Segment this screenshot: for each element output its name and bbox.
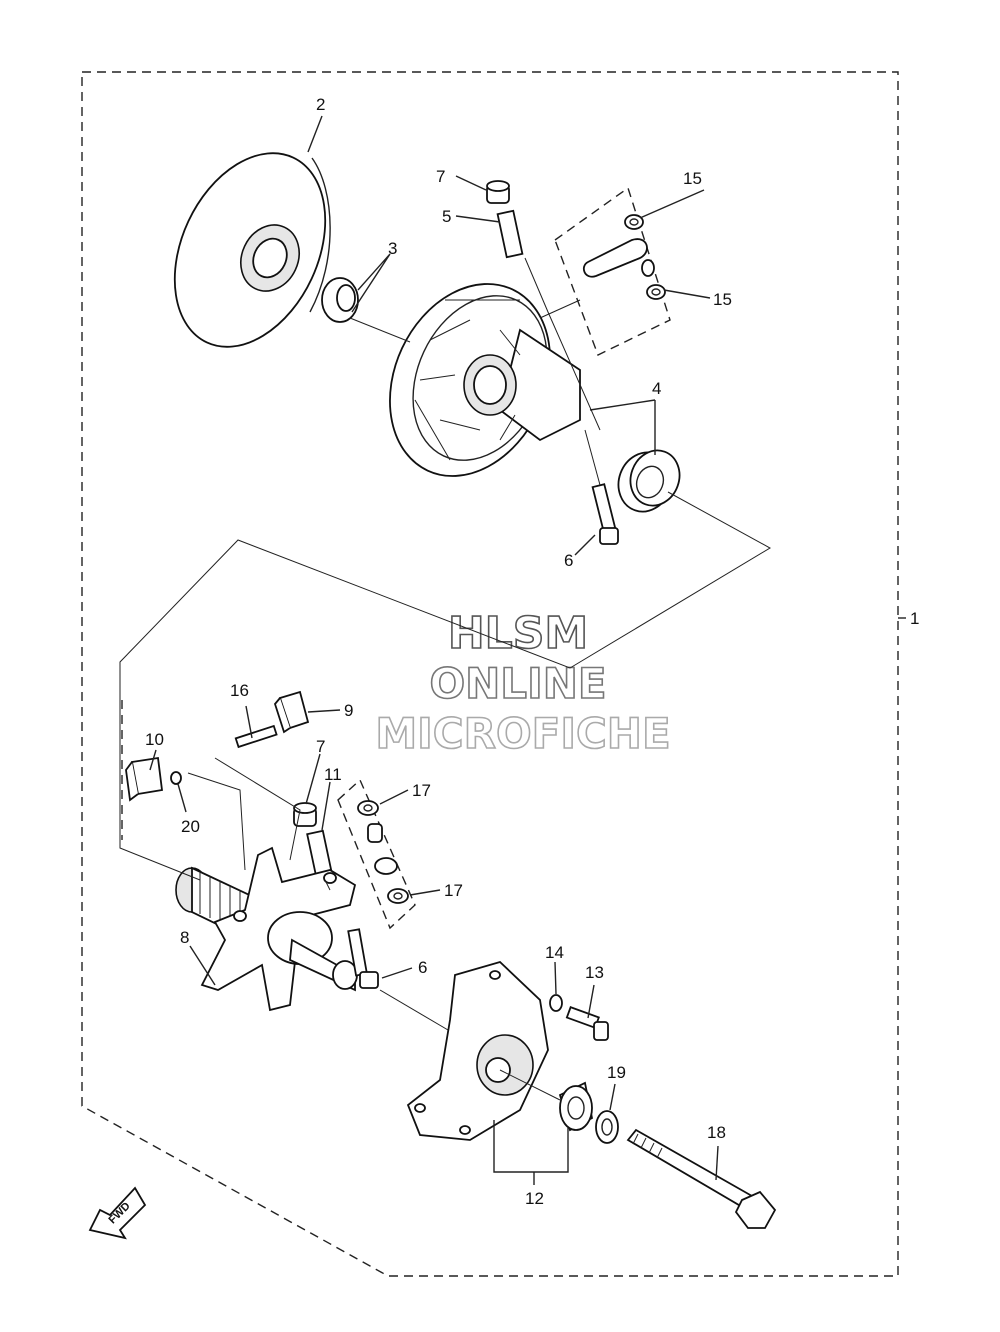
callout-6-bottom: 6: [418, 958, 427, 977]
callout-10: 10: [145, 730, 164, 749]
callout-2: 2: [316, 95, 325, 114]
callout-16: 16: [230, 681, 249, 700]
part-17-bushing: [367, 823, 398, 875]
watermark-line3: MICROFICHE: [375, 709, 670, 758]
part-17-washer-top: [357, 800, 379, 816]
watermark-line1: HLSM: [448, 608, 588, 659]
part-15-link: [582, 238, 655, 278]
part-17-group-box: [337, 778, 416, 930]
part-3-bushing: [321, 277, 359, 323]
part-10-block: [125, 756, 164, 802]
callout-numbers: 1 2 3 7 5 15 15 4 6 16 9 10 7 11 17 20 1…: [145, 95, 919, 1208]
callout-20: 20: [181, 817, 200, 836]
part-5-pin: [496, 209, 524, 259]
leader-lines: [149, 115, 906, 1185]
part-9-block: [273, 690, 310, 734]
part-6-bolt-top: [591, 483, 619, 545]
part-4-bearing: [617, 449, 681, 513]
part-19-washer: [595, 1110, 619, 1144]
callout-9: 9: [344, 701, 353, 720]
callout-17-bottom: 17: [444, 881, 463, 900]
part-13-bolt: [565, 1006, 609, 1041]
assembly-lines: [119, 257, 772, 1101]
callout-15-bottom: 15: [713, 290, 732, 309]
callout-3: 3: [388, 239, 397, 258]
part-15-washer-bottom: [646, 284, 666, 300]
part-12-collar: [558, 1081, 594, 1132]
cover-plate: [406, 960, 549, 1141]
callout-13: 13: [585, 963, 604, 982]
part-14-washer: [549, 994, 563, 1012]
callout-5: 5: [442, 207, 451, 226]
part-2-sheave: [173, 152, 331, 348]
callout-6-top: 6: [564, 551, 573, 570]
callout-8: 8: [180, 928, 189, 947]
part-8-spider-shaft: [175, 846, 358, 1012]
callout-1: 1: [910, 609, 919, 628]
part-6-bolt-bottom: [347, 928, 379, 989]
callout-17-top: 17: [412, 781, 431, 800]
callout-7-bottom: 7: [316, 737, 325, 756]
part-18-long-bolt: [626, 1128, 777, 1229]
part-15-group-box: [554, 186, 671, 356]
callout-14: 14: [545, 943, 564, 962]
callout-4: 4: [652, 379, 661, 398]
callout-12: 12: [525, 1189, 544, 1208]
part-17-washer-bottom: [387, 888, 409, 904]
part-16-pin: [234, 724, 278, 749]
drive-housing: [389, 283, 581, 477]
forward-arrow: FWD: [88, 1186, 147, 1240]
watermark-line2: ONLINE: [429, 659, 606, 708]
callout-15-top: 15: [683, 169, 702, 188]
callout-18: 18: [707, 1123, 726, 1142]
part-7-nut-top: [486, 180, 510, 204]
part-20-oring: [170, 771, 182, 785]
callout-11: 11: [324, 765, 342, 784]
part-15-washer-top: [624, 214, 644, 230]
assembly-boundary: [81, 71, 899, 1277]
callout-19: 19: [607, 1063, 626, 1082]
callout-7-top: 7: [436, 167, 445, 186]
watermark: HLSM ONLINE MICROFICHE: [375, 607, 672, 759]
